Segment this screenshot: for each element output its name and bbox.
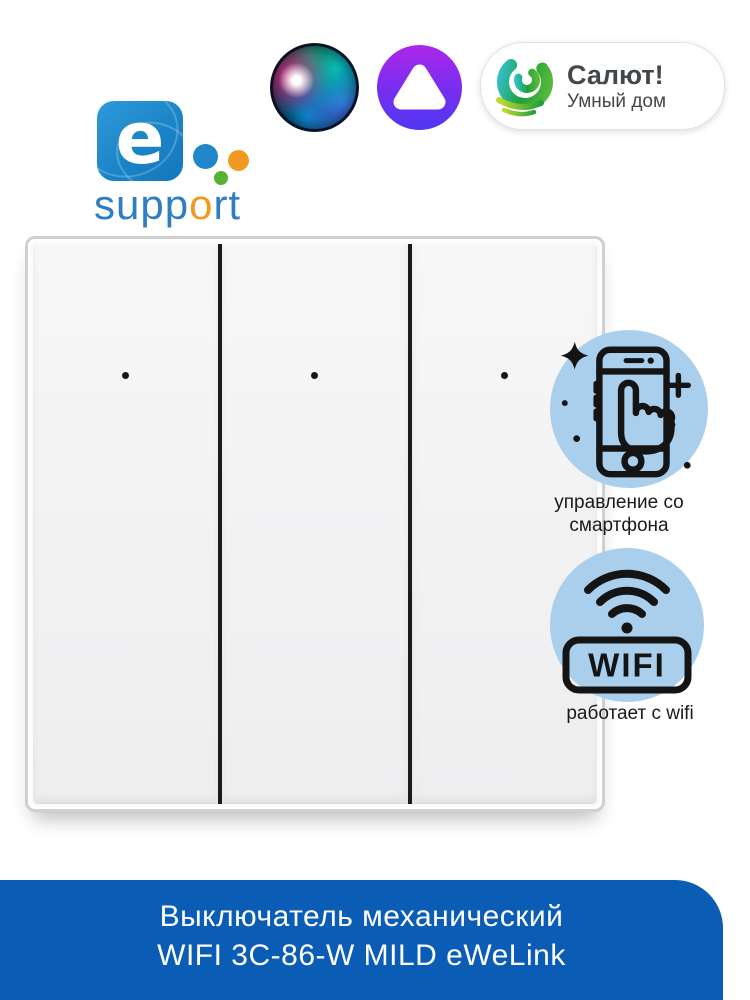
smartphone-touch-icon bbox=[560, 341, 691, 478]
caption-line: управление со bbox=[554, 492, 684, 513]
wifi-dot bbox=[621, 622, 633, 634]
support-wordmark: support bbox=[94, 182, 241, 228]
alice-triangle-icon bbox=[393, 64, 446, 110]
wifi-feature-badge: WIFI bbox=[550, 548, 704, 702]
sber-salut-icon bbox=[496, 54, 553, 117]
wifi-box-label: WIFI bbox=[588, 647, 666, 684]
rocker-indicator-dot bbox=[122, 372, 130, 379]
plus-sparkle bbox=[665, 372, 691, 398]
switch-rocker-1[interactable] bbox=[33, 244, 219, 804]
salut-badge: Салют! Умный дом bbox=[480, 42, 725, 130]
wifi-icon: WIFI bbox=[562, 569, 692, 694]
product-title-banner: Выключатель механический WIFI 3C-86-W MI… bbox=[0, 880, 723, 1000]
support-word-post: rt bbox=[213, 181, 242, 228]
smartphone-feature-badge bbox=[550, 330, 708, 488]
support-word-pre: supp bbox=[94, 181, 190, 228]
orange-dot-decoration bbox=[228, 150, 249, 171]
blue-dot-decoration bbox=[193, 144, 218, 169]
caption-line: смартфона bbox=[569, 515, 669, 536]
alice-icon bbox=[377, 45, 462, 130]
rocker-indicator-dot bbox=[311, 372, 319, 379]
green-dot-decoration bbox=[214, 171, 228, 185]
support-word-accent: o bbox=[189, 181, 214, 228]
wifi-waves bbox=[584, 569, 670, 618]
wifi-feature-caption: работает с wifi bbox=[566, 703, 694, 724]
switch-rocker-2[interactable] bbox=[222, 244, 408, 804]
rocker-indicator-dot bbox=[500, 372, 508, 379]
rocker-divider bbox=[218, 244, 223, 804]
wall-switch-face bbox=[33, 244, 597, 804]
switch-rocker-3[interactable] bbox=[411, 244, 597, 804]
salut-subtitle: Умный дом bbox=[567, 90, 667, 112]
wifi-label-box bbox=[562, 636, 692, 694]
salut-title: Салют! bbox=[567, 59, 664, 90]
product-title-line2: WIFI 3C-86-W MILD eWeLink bbox=[157, 939, 566, 972]
smartphone-feature-caption: управление со смартфона bbox=[531, 491, 707, 537]
phone-outline bbox=[593, 346, 676, 478]
product-title-line1: Выключатель механический bbox=[159, 900, 564, 933]
rocker-divider bbox=[407, 244, 412, 804]
sparkle-decorations bbox=[560, 341, 691, 469]
ewelink-logo-icon: e bbox=[97, 101, 183, 181]
siri-orb-icon bbox=[270, 43, 359, 132]
wall-switch-frame bbox=[25, 236, 605, 812]
ewelink-letter: e bbox=[115, 101, 165, 180]
salut-text-block: Салют! Умный дом bbox=[567, 61, 666, 112]
